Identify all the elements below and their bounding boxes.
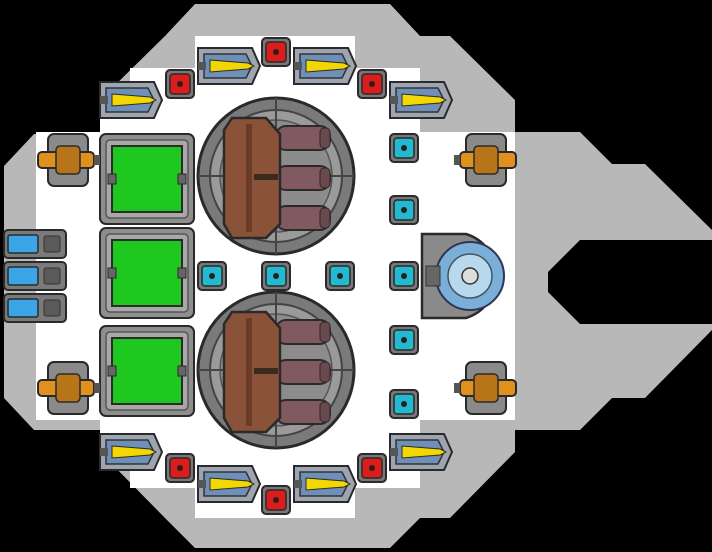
thruster-layer	[99, 47, 454, 503]
side-cannon-icon	[454, 361, 517, 415]
cyan-node-icon	[389, 261, 419, 291]
cyan-node-icon	[389, 325, 419, 355]
thruster-icon	[293, 47, 358, 85]
cyan-node-icon	[325, 261, 355, 291]
red-node-icon	[357, 453, 387, 483]
turret-layer	[196, 96, 356, 450]
cyan-node-icon	[389, 389, 419, 419]
thruster-icon	[293, 465, 358, 503]
cyan-node-icon	[389, 195, 419, 225]
cargo-container-icon	[99, 133, 195, 225]
triple-cannon-turret-icon	[196, 290, 356, 450]
red-node-icon	[261, 37, 291, 67]
red-node-icon	[261, 485, 291, 515]
battery-cell-icon	[3, 229, 67, 259]
battery-cell-icon	[3, 293, 67, 323]
thruster-icon	[99, 81, 164, 119]
thruster-icon	[389, 433, 454, 471]
cyan-node-icon	[261, 261, 291, 291]
cannon-layer	[37, 133, 517, 415]
cargo-layer	[99, 133, 195, 417]
thruster-icon	[389, 81, 454, 119]
hull-fork	[515, 132, 712, 430]
thruster-icon	[99, 433, 164, 471]
side-cannon-icon	[454, 133, 517, 187]
cargo-container-icon	[99, 325, 195, 417]
thruster-icon	[197, 47, 262, 85]
battery-layer	[3, 229, 67, 323]
thruster-icon	[197, 465, 262, 503]
cockpit-layer	[420, 232, 505, 320]
cargo-container-icon	[99, 227, 195, 319]
side-cannon-icon	[37, 361, 100, 415]
side-cannon-icon	[37, 133, 100, 187]
triple-cannon-turret-icon	[196, 96, 356, 256]
cockpit-icon	[420, 232, 505, 320]
cyan-node-icon	[389, 133, 419, 163]
red-node-icon	[357, 69, 387, 99]
red-node-icon	[165, 69, 195, 99]
red-node-icon	[165, 453, 195, 483]
battery-cell-icon	[3, 261, 67, 291]
cyan-node-icon	[197, 261, 227, 291]
node-layer	[165, 37, 419, 515]
